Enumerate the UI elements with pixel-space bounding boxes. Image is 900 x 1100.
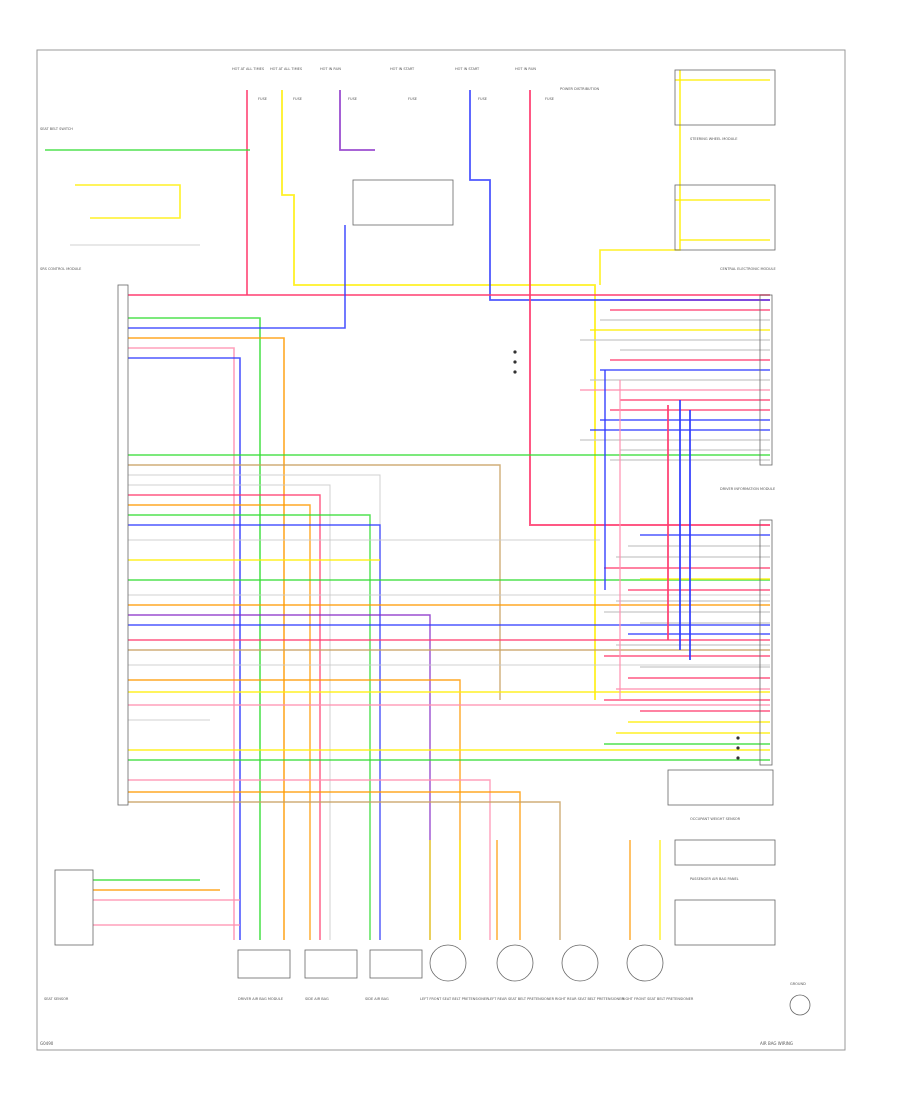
fuse-5: FUSE (478, 97, 487, 101)
wire-14 (128, 347, 235, 940)
passenger-indicator-box (667, 769, 774, 806)
pretensioner-left-front (429, 944, 467, 982)
wire-34 (128, 679, 461, 940)
footer-left-label: G0490 (40, 1041, 54, 1046)
pretensioner-left-rear (496, 944, 534, 982)
wire-4 (469, 90, 770, 301)
diagram-frame (36, 49, 846, 1051)
seat-belt-switch-label: SEAT BELT SWITCH (40, 127, 73, 131)
wire-layer (45, 70, 770, 940)
junction-dot-0 (513, 350, 517, 354)
wire-17 (128, 464, 501, 700)
wire-11 (128, 317, 261, 940)
junction-dot-5 (736, 756, 740, 760)
wire-19 (128, 484, 331, 940)
fuse-6: FUSE (545, 97, 554, 101)
footer-right-label: AIR BAG WIRING (760, 1041, 793, 1046)
wire-8 (75, 184, 181, 219)
bottom-label-6: RIGHT REAR SEAT BELT PRETENSIONER (555, 997, 624, 1001)
wire-3 (339, 90, 375, 151)
wire-21 (128, 504, 311, 940)
cem-connector (759, 294, 773, 466)
bottom-label-1: DRIVER AIR BAG MODULE (238, 997, 283, 1001)
side-airbag-left (304, 949, 358, 979)
fuse-4: FUSE (408, 97, 417, 101)
fuse-label-2: HOT AT ALL TIMES (270, 67, 303, 71)
fuse-label-5: HOT IN START (455, 67, 480, 71)
srs-module-connector (117, 284, 129, 806)
bottom-label-2: SIDE AIR BAG (305, 997, 329, 1001)
steering-wheel-connector-box (674, 69, 776, 126)
wire-2 (281, 90, 596, 700)
dim-label: DRIVER INFORMATION MODULE (720, 487, 775, 491)
junction-dot-3 (736, 736, 740, 740)
junction-dot-4 (736, 746, 740, 750)
wire-13 (128, 337, 285, 940)
bottom-label-7: RIGHT FRONT SEAT BELT PRETENSIONER (622, 997, 694, 1001)
dim-connector (759, 519, 773, 766)
occupant-sensor-connector (674, 839, 776, 866)
wire-20 (128, 494, 321, 940)
wire-18 (128, 474, 381, 940)
pretensioner-right-rear (561, 944, 599, 982)
junction-dot-1 (513, 360, 517, 364)
bottom-label-4: LEFT FRONT SEAT BELT PRETENSIONER (420, 997, 489, 1001)
wire-12 (128, 225, 346, 329)
srs-module-label: SRS CONTROL MODULE (40, 267, 81, 271)
wire-42 (128, 801, 561, 940)
ground-label: GROUND (790, 982, 806, 986)
wire-23 (128, 524, 381, 940)
fuse-label-6: HOT IN RUN (515, 67, 536, 71)
wire-22 (128, 514, 371, 940)
cem-label: CENTRAL ELECTRONIC MODULE (720, 267, 776, 271)
wire-41 (128, 791, 521, 940)
fuse-1: FUSE (258, 97, 267, 101)
steering-wheel-label: STEERING WHEEL MODULE (690, 137, 737, 141)
occupant-sensor-label: OCCUPANT WEIGHT SENSOR (690, 817, 741, 821)
bottom-label-3: SIDE AIR BAG (365, 997, 389, 1001)
junction-dot-2 (513, 370, 517, 374)
steering-wheel-module-box (674, 184, 776, 251)
side-airbag-right (369, 949, 423, 979)
power-distribution-label: POWER DISTRIBUTION (560, 87, 600, 91)
fuse-2: FUSE (293, 97, 302, 101)
left-dash-fuse-box (352, 179, 454, 226)
fuse-label-1: HOT AT ALL TIMES (232, 67, 265, 71)
fuse-3: FUSE (348, 97, 357, 101)
pretensioner-right-front (626, 944, 664, 982)
bottom-label-5: LEFT REAR SEAT BELT PRETENSIONER (488, 997, 555, 1001)
seat-sensor-box (54, 869, 94, 946)
wire-40 (128, 779, 491, 940)
fuse-label-4: HOT IN START (390, 67, 415, 71)
wire-15 (128, 357, 241, 940)
wire-6 (599, 70, 681, 285)
driver-airbag-module (237, 949, 291, 979)
passenger-panel-connector (674, 899, 776, 946)
wire-29 (128, 614, 431, 940)
seat-sensor-label: SEAT SENSOR (44, 997, 69, 1001)
fuse-label-3: HOT IN RUN (320, 67, 341, 71)
passenger-panel-label: PASSENGER AIR BAG PANEL (690, 877, 739, 881)
ground-symbol (789, 994, 811, 1016)
component-layer (54, 69, 811, 1016)
